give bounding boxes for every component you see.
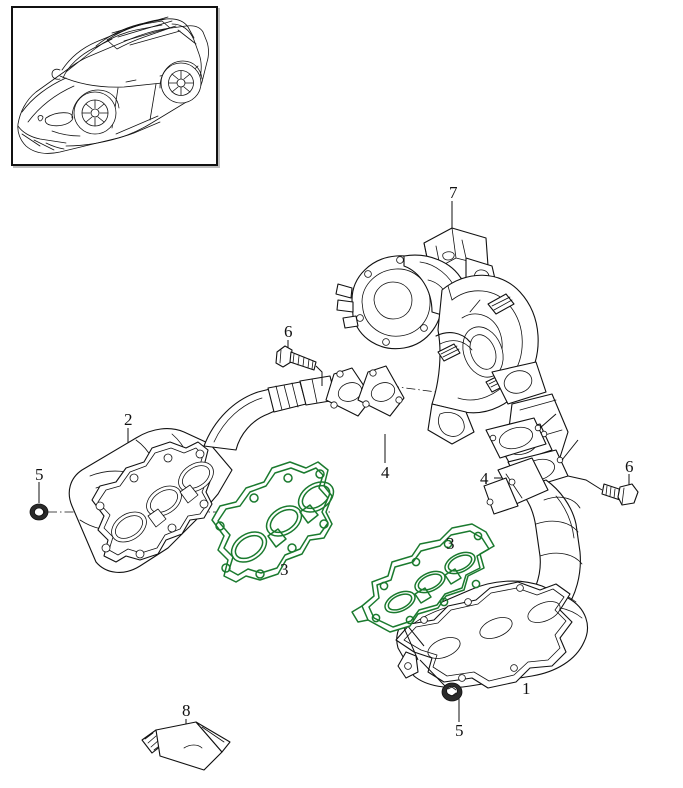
flange-gasket-triangular-part [357, 365, 405, 417]
lock-nut-right-part [419, 659, 463, 702]
hex-bolt-right-part [567, 475, 639, 506]
callout-label-4-upper: 4 [381, 463, 390, 482]
vehicle-thumbnail-drawing [17, 16, 209, 154]
callout-label-8: 8 [182, 701, 191, 720]
callout-label-7: 7 [449, 183, 458, 202]
exhaust-manifold-right-part [395, 457, 588, 689]
callout-label-3-left: 3 [280, 560, 289, 579]
callout-label-1: 1 [522, 679, 531, 698]
callout-label-5-left: 5 [35, 465, 44, 484]
manifold-gasket-left-part [211, 461, 335, 583]
callout-label-3-right: 3 [446, 534, 455, 553]
hex-bolt-left-part [275, 345, 323, 386]
manifold-gasket-right-part [351, 523, 495, 633]
lock-nut-left-part [29, 503, 49, 521]
callout-label-4-lower: 4 [480, 469, 489, 488]
callout-label-2: 2 [124, 410, 133, 429]
callout-label-6-right: 6 [625, 457, 634, 476]
sealant-paste-tube-part [141, 721, 231, 771]
callout-label-5-right: 5 [455, 721, 464, 740]
callout-label-6-left: 6 [284, 322, 293, 341]
exhaust-manifold-left-part [68, 367, 373, 573]
